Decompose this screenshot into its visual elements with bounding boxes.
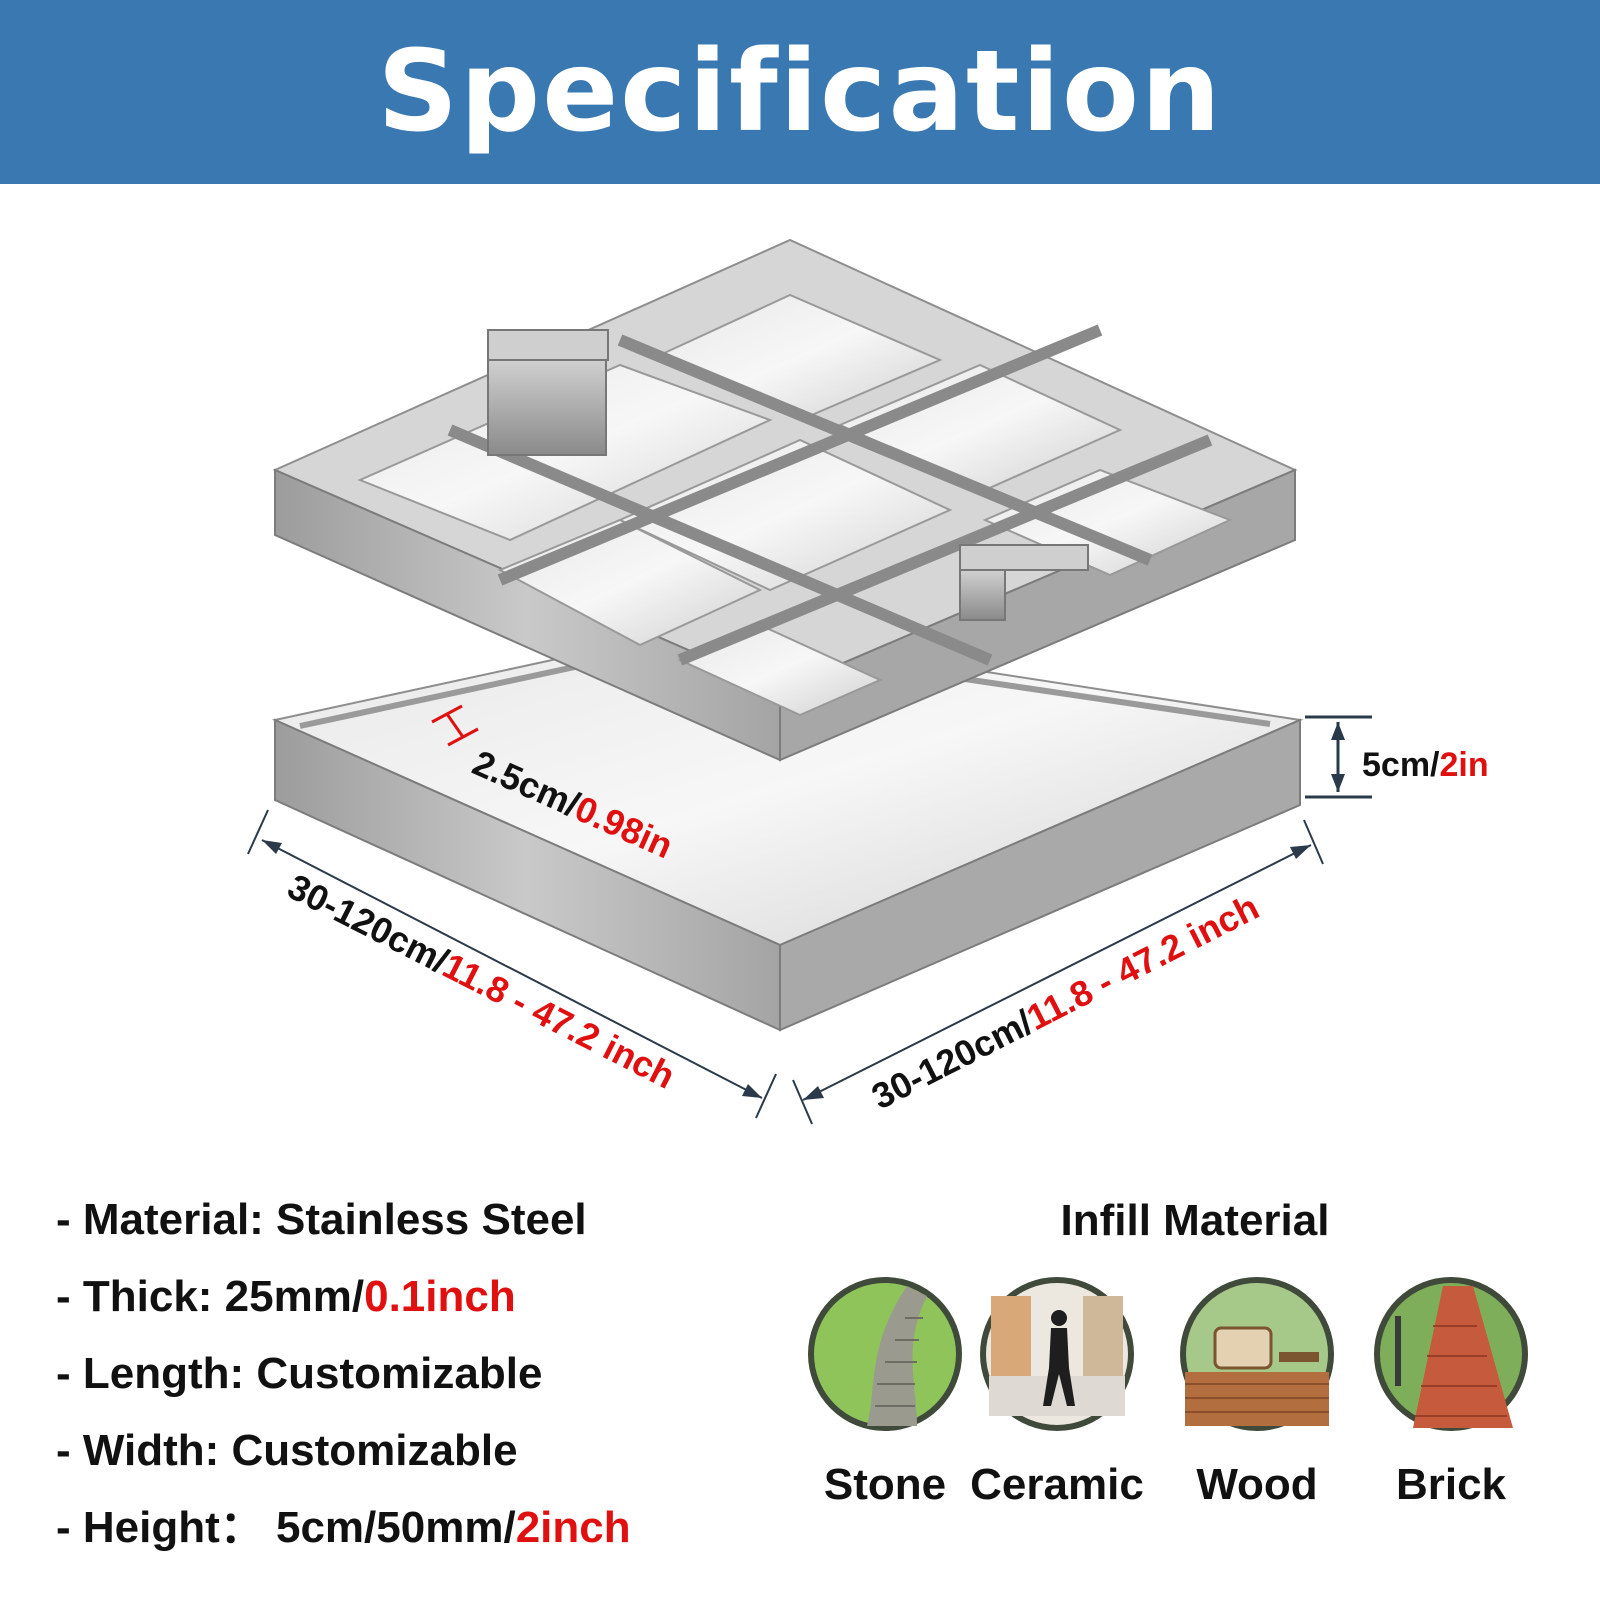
bottom-tray xyxy=(271,626,1304,1032)
lifting-handle-icon xyxy=(959,544,1089,621)
infill-label-ceramic: Ceramic xyxy=(970,1460,1144,1509)
thickness-marker xyxy=(431,704,479,747)
spec-material: - Material: Stainless Steel xyxy=(56,1195,587,1244)
lifting-handle-icon xyxy=(487,329,609,456)
ceramic-floor-icon xyxy=(980,1277,1134,1431)
infill-label-wood: Wood xyxy=(1196,1460,1318,1509)
infill-label-stone: Stone xyxy=(823,1460,947,1509)
infill-title: Infill Material xyxy=(1060,1196,1330,1245)
infill-materials: Stone Ceramic Wood xyxy=(800,1276,1560,1546)
right-length-dimension-arrow xyxy=(792,819,1324,1125)
spec-thickness: - Thick: 25mm/0.1inch xyxy=(56,1272,516,1321)
infill-item-brick: Brick xyxy=(1356,1276,1546,1510)
spec-height: - Height： 5cm/50mm/2inch xyxy=(56,1503,631,1552)
left-length-dimension-arrow xyxy=(247,809,777,1119)
page-title: Specification xyxy=(377,27,1223,157)
brick-path-icon xyxy=(1374,1277,1528,1431)
wood-deck-icon xyxy=(1180,1277,1334,1431)
height-label: 5cm/2in xyxy=(1362,746,1489,784)
infill-item-wood: Wood xyxy=(1162,1276,1352,1510)
stone-path-icon xyxy=(808,1277,962,1431)
spec-list: - Material: Stainless Steel - Thick: 25m… xyxy=(56,1190,756,1575)
infill-item-ceramic: Ceramic xyxy=(962,1276,1152,1510)
header-banner: Specification xyxy=(0,0,1600,184)
product-illustration: 2.5cm/0.98in 5cm/2in 30-120cm/11.8 - 47.… xyxy=(247,238,1489,1125)
infill-item-stone: Stone xyxy=(790,1276,980,1510)
spec-width: - Width: Customizable xyxy=(56,1426,518,1475)
height-dimension-arrow xyxy=(1305,715,1372,799)
spec-length: - Length: Customizable xyxy=(56,1349,543,1398)
infill-label-brick: Brick xyxy=(1395,1460,1507,1509)
grid-frame xyxy=(272,238,1298,762)
